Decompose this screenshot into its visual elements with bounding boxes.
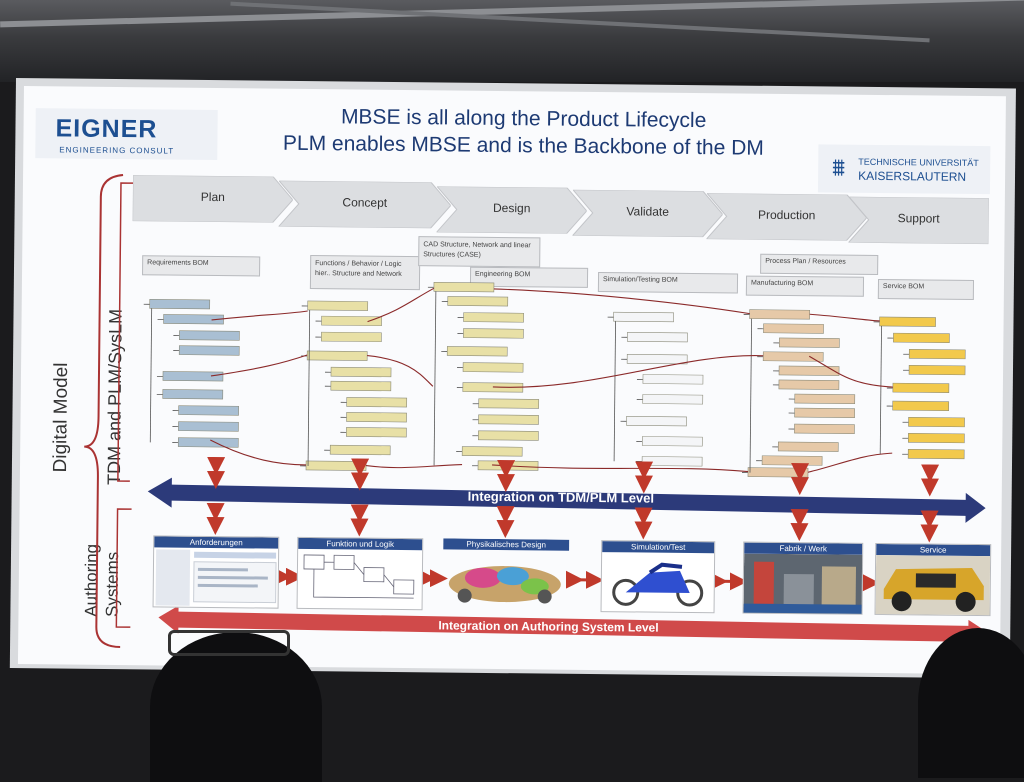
simulation-screenshot bbox=[602, 552, 716, 613]
service-tree-node bbox=[908, 449, 964, 459]
bom-connector bbox=[810, 314, 880, 321]
requirements-tree-node bbox=[150, 299, 210, 309]
requirements-tree-node bbox=[179, 346, 239, 356]
mining-truck-photo bbox=[876, 555, 992, 616]
manufacturing-tree-node bbox=[763, 324, 823, 334]
functions-tree-trunk bbox=[308, 310, 310, 466]
simulation-tree-node bbox=[626, 416, 686, 426]
service-tree-node bbox=[893, 401, 949, 411]
tdm-bracket bbox=[118, 183, 133, 481]
glasses bbox=[168, 630, 290, 656]
engineering-tree-trunk bbox=[434, 291, 436, 465]
requirements-tree-node bbox=[179, 331, 239, 341]
functions-tree-node bbox=[331, 381, 391, 391]
authoring-funktion-und-logik: Funktion und Logik bbox=[297, 537, 424, 610]
manufacturing-tree-node bbox=[763, 352, 823, 362]
engineering-tree-node bbox=[434, 282, 494, 292]
engineering-tree-node bbox=[478, 415, 538, 425]
manufacturing-tree-node bbox=[779, 366, 839, 376]
requirements-tree-node bbox=[178, 422, 238, 432]
functions-tree-node bbox=[331, 367, 391, 377]
authoring-anforderungen: Anforderungen bbox=[153, 535, 280, 608]
ceiling bbox=[0, 0, 1024, 82]
simulation-tree-trunk bbox=[614, 321, 615, 461]
authoring-integration-label: Integration on Authoring System Level bbox=[438, 618, 658, 634]
simulation-tree-node bbox=[643, 374, 703, 384]
engineering-tree-node bbox=[447, 346, 507, 356]
manufacturing-tree-node bbox=[779, 338, 839, 348]
authoring-physikalisches-design: Physikalisches Design bbox=[443, 538, 570, 611]
functions-tree-node bbox=[306, 461, 366, 471]
engineering-tree-node bbox=[463, 363, 523, 373]
authoring-service: Service bbox=[875, 543, 992, 616]
bom-connector bbox=[366, 464, 462, 469]
functions-tree-node bbox=[307, 351, 367, 361]
engineering-tree-node bbox=[464, 313, 524, 323]
service-tree-node bbox=[880, 317, 936, 327]
manufacturing-tree-trunk bbox=[750, 319, 752, 473]
engineering-tree-node bbox=[462, 447, 522, 457]
ceiling-beam bbox=[0, 0, 1024, 27]
engineering-tree-node bbox=[448, 296, 508, 306]
functions-tree-node bbox=[322, 316, 382, 326]
simulation-tree-node bbox=[627, 332, 687, 342]
authoring-bracket bbox=[116, 509, 131, 627]
manufacturing-tree-node bbox=[795, 394, 855, 404]
manufacturing-tree-node bbox=[750, 310, 810, 320]
authoring-simulation-test: Simulation/Test bbox=[601, 540, 716, 613]
manufacturing-tree-node bbox=[762, 456, 822, 466]
engineering-tree-node bbox=[478, 431, 538, 441]
simulation-tree-node bbox=[642, 436, 702, 446]
requirements-tree-node bbox=[179, 406, 239, 416]
bom-connector bbox=[494, 289, 750, 314]
simulation-tree-node bbox=[642, 456, 702, 466]
bom-trees bbox=[142, 279, 966, 479]
service-tree-trunk bbox=[880, 326, 881, 454]
cad-model-screenshot bbox=[443, 549, 570, 610]
functions-tree-node bbox=[347, 412, 407, 422]
requirements-tool-screenshot bbox=[154, 547, 280, 608]
authoring-fabrik-werk: Fabrik / Werk bbox=[743, 542, 864, 615]
audience-head bbox=[918, 628, 1024, 778]
engineering-tree-node bbox=[463, 329, 523, 339]
presentation-slide: EIGNER ENGINEERING CONSULT MBSE is all a… bbox=[18, 86, 1006, 674]
requirements-tree-node bbox=[163, 389, 223, 399]
service-tree-node bbox=[893, 333, 949, 343]
tdm-integration-label: Integration on TDM/PLM Level bbox=[468, 489, 654, 506]
requirements-tree-trunk bbox=[150, 308, 151, 442]
requirements-tree-node bbox=[178, 438, 238, 448]
service-tree-node bbox=[908, 417, 964, 427]
requirements-tree-node bbox=[163, 371, 223, 381]
simulation-tree-node bbox=[614, 312, 674, 322]
simulation-tree-node bbox=[627, 354, 687, 364]
functions-tree-node bbox=[330, 445, 390, 455]
service-tree-node bbox=[909, 365, 965, 375]
bom-connector bbox=[211, 354, 307, 377]
functions-tree-node bbox=[308, 301, 368, 311]
manufacturing-tree-node bbox=[778, 442, 838, 452]
service-tree-node bbox=[908, 433, 964, 443]
functions-tree-node bbox=[347, 397, 407, 407]
simulation-tree-node bbox=[643, 394, 703, 404]
functions-tree-node bbox=[346, 427, 406, 437]
functions-tree-node bbox=[321, 332, 381, 342]
manufacturing-tree-node bbox=[794, 424, 854, 434]
manufacturing-tree-node bbox=[779, 380, 839, 390]
service-tree-node bbox=[893, 383, 949, 393]
factory-photo bbox=[744, 554, 864, 615]
logic-tool-screenshot bbox=[298, 549, 424, 610]
service-tree-node bbox=[909, 349, 965, 359]
manufacturing-tree-node bbox=[795, 408, 855, 418]
engineering-tree-node bbox=[479, 399, 539, 409]
bom-connector bbox=[212, 310, 308, 321]
